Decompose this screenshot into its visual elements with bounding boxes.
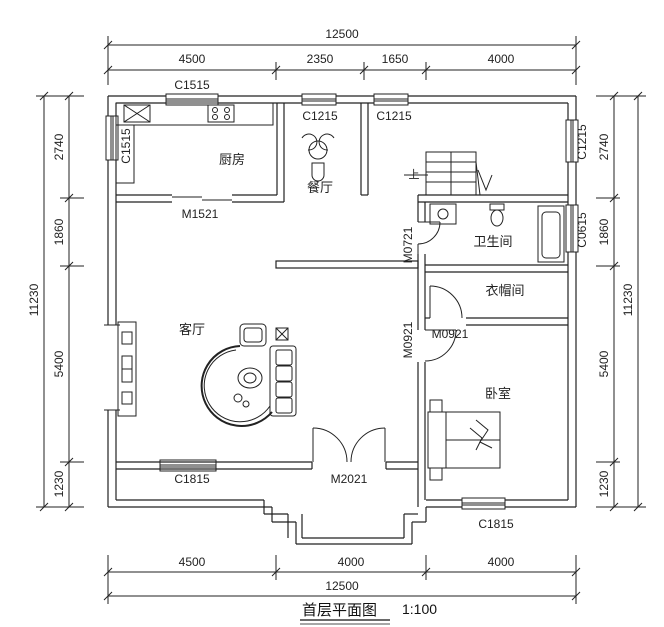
top-total-dim: 12500: [325, 27, 359, 41]
right-dim-2: 1860: [597, 218, 611, 245]
sofa-set: [200, 323, 297, 427]
interior-walls: [116, 103, 568, 507]
label-c1515-top: C1515: [174, 78, 210, 92]
bottom-dim-3: 4000: [488, 555, 515, 569]
left-dim-3: 5400: [52, 350, 66, 377]
right-dim-4: 1230: [597, 470, 611, 497]
room-labels: 厨房 餐厅 卫生间 衣帽间 客厅 卧室 上: [179, 152, 525, 402]
plan-scale: 1:100: [402, 601, 437, 617]
label-c1815-right: C1815: [478, 517, 514, 531]
bottom-dim-1: 4500: [179, 555, 206, 569]
label-m2021: M2021: [331, 472, 368, 486]
room-bedroom: 卧室: [485, 386, 511, 402]
bottom-dim-2: 4000: [338, 555, 365, 569]
right-dimensions: [596, 91, 646, 512]
top-dim-2: 2350: [307, 52, 334, 66]
staircase: [404, 151, 493, 196]
top-dim-3: 1650: [382, 52, 409, 66]
windows: [104, 93, 579, 510]
room-living: 客厅: [179, 322, 205, 338]
left-total-dim: 11230: [27, 283, 41, 316]
right-total-dim: 11230: [621, 283, 635, 316]
bathroom-fixtures: [429, 203, 565, 263]
label-m0921-right: M0921: [432, 327, 469, 341]
stair-up-label: 上: [409, 168, 420, 181]
room-dining: 餐厅: [307, 180, 333, 196]
opening-labels: C1515 C1515 C1215 C1215 C1215 C0615 M152…: [119, 78, 589, 531]
label-m1521: M1521: [182, 207, 219, 221]
label-m0921-left: M0921: [401, 321, 415, 358]
plan-title: 首层平面图: [302, 601, 377, 619]
label-c1215-dining: C1215: [302, 109, 338, 123]
bed: [427, 399, 501, 481]
label-c1215-right: C1215: [575, 124, 589, 160]
label-m0721: M0721: [401, 226, 415, 263]
left-dim-2: 1860: [52, 218, 66, 245]
tv-cabinet: [117, 321, 137, 417]
bottom-dimensions: [103, 555, 581, 604]
right-dim-3: 5400: [597, 350, 611, 377]
left-dim-4: 1230: [52, 470, 66, 497]
plan-title-group: 首层平面图 1:100: [300, 601, 437, 625]
dining-table: [301, 133, 335, 182]
label-c0615: C0615: [575, 212, 589, 248]
label-c1515-left: C1515: [119, 128, 133, 164]
right-dim-1: 2740: [597, 133, 611, 160]
room-bathroom: 卫生间: [473, 235, 512, 250]
label-c1815-left: C1815: [174, 472, 210, 486]
top-dim-4: 4000: [488, 52, 515, 66]
left-dimensions: [36, 91, 84, 512]
dimension-labels: 12500 4500 2350 1650 4000 4500 4000 4000…: [27, 27, 635, 593]
left-dim-1: 2740: [52, 133, 66, 160]
top-dimensions: [103, 36, 581, 85]
doors: [172, 196, 463, 463]
kitchen-counter: [115, 102, 274, 184]
label-c1215-stair: C1215: [376, 109, 412, 123]
top-dim-1: 4500: [179, 52, 206, 66]
room-kitchen: 厨房: [219, 152, 245, 168]
room-cloakroom: 衣帽间: [485, 283, 524, 299]
bottom-total-dim: 12500: [325, 579, 359, 593]
exterior-walls: [107, 95, 577, 545]
